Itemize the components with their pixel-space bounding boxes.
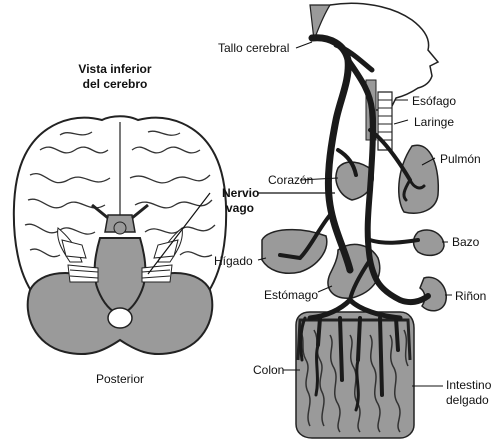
heart-label: Corazón xyxy=(268,173,314,187)
esophagus-label: Esófago xyxy=(412,94,457,108)
vagus-pointer-brain xyxy=(147,192,211,275)
spleen-label: Bazo xyxy=(452,235,480,249)
brain-inferior-view xyxy=(12,115,228,356)
label-leader-lines xyxy=(257,41,452,387)
small-intestine-label-line2: delgado xyxy=(446,393,489,407)
liver-label: Hígado xyxy=(214,254,253,268)
vagus-nerve xyxy=(278,34,431,412)
intestines xyxy=(295,311,415,439)
posterior-label: Posterior xyxy=(95,372,145,386)
brain-view-title-line2: del cerebro xyxy=(82,77,148,91)
colon-label: Colon xyxy=(253,363,285,377)
brainstem-label: Tallo cerebral xyxy=(218,41,290,55)
vagus-nerve-label-line1: Nervio xyxy=(222,186,260,200)
lung-label: Pulmón xyxy=(440,152,481,166)
stomach-label: Estómago xyxy=(264,288,319,302)
vagus-nerve-label-line2: vago xyxy=(226,201,255,215)
larynx-label: Laringe xyxy=(414,115,455,129)
kidney-label: Riñon xyxy=(455,289,487,303)
lung xyxy=(398,144,440,214)
kidney xyxy=(419,276,447,312)
small-intestine-label-line1: Intestino xyxy=(446,378,492,392)
brain-view-title-line1: Vista inferior xyxy=(78,62,152,76)
head-profile xyxy=(329,2,440,111)
spleen xyxy=(412,229,445,257)
